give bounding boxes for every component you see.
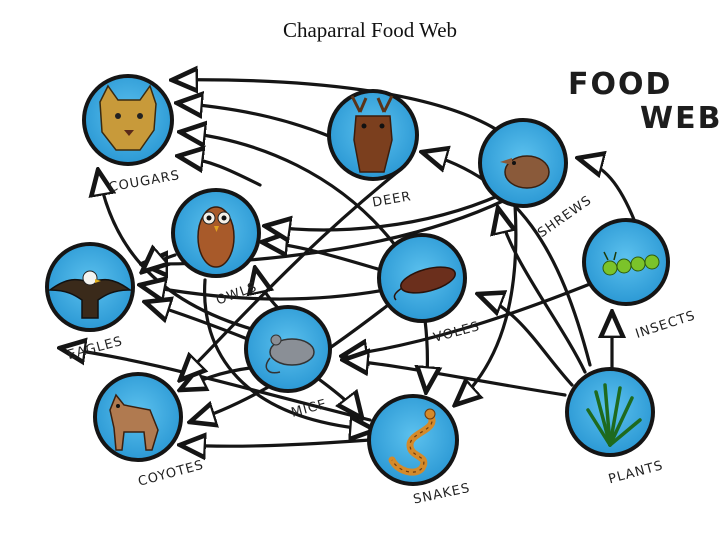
arrow-mice-to-owls [255, 268, 282, 312]
label-cougars: COUGARS [108, 168, 182, 195]
organism-owls: OWLS [171, 188, 261, 308]
arrow-mice-to-coyotes [180, 368, 252, 390]
label-plants: PLANTS [607, 458, 665, 487]
page-title: Chaparral Food Web [282, 18, 458, 42]
arrow-plants-to-shrews [498, 208, 587, 374]
mouse-icon [265, 334, 315, 374]
organism-voles: VOLES [377, 233, 482, 346]
arrow-shrews-to-snakes [455, 203, 518, 405]
heading-food: FOOD [568, 67, 672, 102]
arrow-insects-to-mice [342, 280, 597, 356]
organism-coyotes: COYOTES [93, 372, 206, 490]
arrow-plants-to-voles [478, 294, 574, 387]
food-web-arrows [60, 80, 637, 446]
arrow-owls-to-snakes [202, 278, 375, 430]
plant-icon [586, 383, 642, 447]
organism-insects: INSECTS [582, 218, 698, 342]
heading-web: WEB [640, 101, 720, 136]
label-insects: INSECTS [634, 308, 698, 342]
arrow-mice-to-eagles [145, 302, 252, 342]
organism-mice: MICE [244, 305, 332, 421]
arrow-owls-to-eagles [142, 255, 177, 272]
arrow-voles-to-cougars [180, 132, 397, 247]
organism-deer: DEER [327, 89, 419, 211]
arrow-shrews-to-owls [265, 193, 502, 230]
cougar-icon [99, 84, 157, 151]
label-voles: VOLES [432, 319, 482, 346]
organism-snakes: SNAKES [367, 394, 472, 508]
arrow-plants-to-deer [422, 152, 592, 367]
vole-icon [393, 266, 456, 301]
label-coyotes: COYOTES [137, 458, 206, 490]
arrow-deer-to-coyotes [180, 168, 402, 380]
arrow-shrews-to-cougars [172, 80, 507, 137]
arrow-owls-to-cougars [178, 156, 262, 187]
snake-icon [388, 408, 436, 476]
eagle-icon [47, 270, 133, 319]
arrow-snakes-to-coyotes [180, 440, 372, 446]
arrow-voles-to-snakes [425, 318, 427, 392]
coyote-icon [109, 393, 159, 451]
insect-icon [602, 251, 660, 276]
shrew-icon [500, 155, 550, 189]
organism-shrews: SHREWS [478, 118, 595, 241]
owl-icon [197, 206, 235, 268]
arrow-insects-to-shrews [578, 158, 637, 224]
label-deer: DEER [371, 189, 412, 211]
organism-plants: PLANTS [565, 367, 665, 487]
organism-eagles: EAGLES [45, 242, 135, 363]
arrow-plants-to-mice [343, 360, 567, 397]
deer-icon [350, 95, 394, 173]
